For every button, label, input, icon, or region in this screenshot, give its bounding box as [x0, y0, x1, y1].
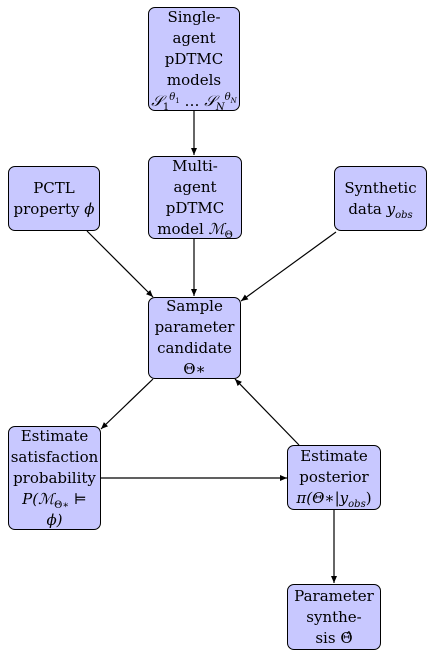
- estimate-sat-line-1: Estimate: [20, 426, 89, 445]
- sample-line-2: parameter: [154, 318, 235, 336]
- node-synthetic-data: Synthetic data yobs: [334, 166, 427, 231]
- edge-posterior-to-sample: [234, 378, 300, 446]
- node-estimate-posterior: Estimate posterior π(Θ∗|yobs): [287, 445, 381, 510]
- synthetic-line-1: Synthetic: [344, 178, 417, 197]
- multi-agent-line-2: agent: [173, 177, 217, 196]
- sample-line-4: Θ∗: [183, 360, 206, 378]
- single-agent-line-1: Single-: [167, 7, 221, 26]
- multi-agent-line-1: Multi-: [172, 156, 218, 175]
- multi-agent-line-4: model ℳΘ: [157, 219, 233, 241]
- node-parameter-synthesis: Parameter synthe- sis Θ̂: [287, 584, 381, 650]
- single-agent-formula: 𝒮1θ1 … 𝒮NθN: [151, 91, 237, 113]
- node-pctl-property: PCTL property ϕ: [8, 166, 100, 231]
- node-sample-parameter-candidate: Sample parameter candidate Θ∗: [148, 297, 241, 379]
- sample-line-1: Sample: [166, 297, 223, 315]
- estimate-sat-line-3: probability: [13, 468, 96, 487]
- param-synth-line-1: Parameter: [294, 586, 374, 605]
- single-agent-line-4: models: [166, 70, 222, 89]
- estimate-post-line-2: posterior: [299, 468, 369, 486]
- single-agent-line-3: pDTMC: [164, 49, 224, 68]
- pctl-line-2: property ϕ: [13, 199, 95, 218]
- node-single-agent-models: Single- agent pDTMC models 𝒮1θ1 … 𝒮NθN: [148, 7, 240, 113]
- edge-sample-to-satisfaction: [100, 378, 154, 430]
- estimate-post-line-1: Estimate: [300, 447, 368, 465]
- pctl-line-1: PCTL: [33, 178, 75, 197]
- node-estimate-satisfaction-probability: Estimate satisfaction probability P(ℳΘ∗ …: [8, 426, 101, 530]
- single-agent-line-2: agent: [172, 28, 216, 47]
- edge-pctl-to-sample: [86, 230, 154, 298]
- node-multi-agent-model: Multi- agent pDTMC model ℳΘ: [148, 156, 242, 241]
- param-synth-line-2: synthe-: [306, 607, 362, 626]
- estimate-sat-formula-line-2: ϕ): [46, 510, 63, 529]
- estimate-sat-line-2: satisfaction: [10, 447, 99, 466]
- estimate-post-formula: π(Θ∗|yobs): [296, 489, 372, 510]
- param-synth-line-3: sis Θ̂: [315, 628, 353, 647]
- sample-line-3: candidate: [157, 339, 232, 357]
- synthetic-line-2: data yobs: [348, 199, 413, 221]
- edge-synthetic-to-sample: [240, 231, 337, 302]
- estimate-sat-formula-line-1: P(ℳΘ∗ ⊨: [22, 489, 87, 511]
- multi-agent-line-3: pDTMC: [165, 198, 225, 217]
